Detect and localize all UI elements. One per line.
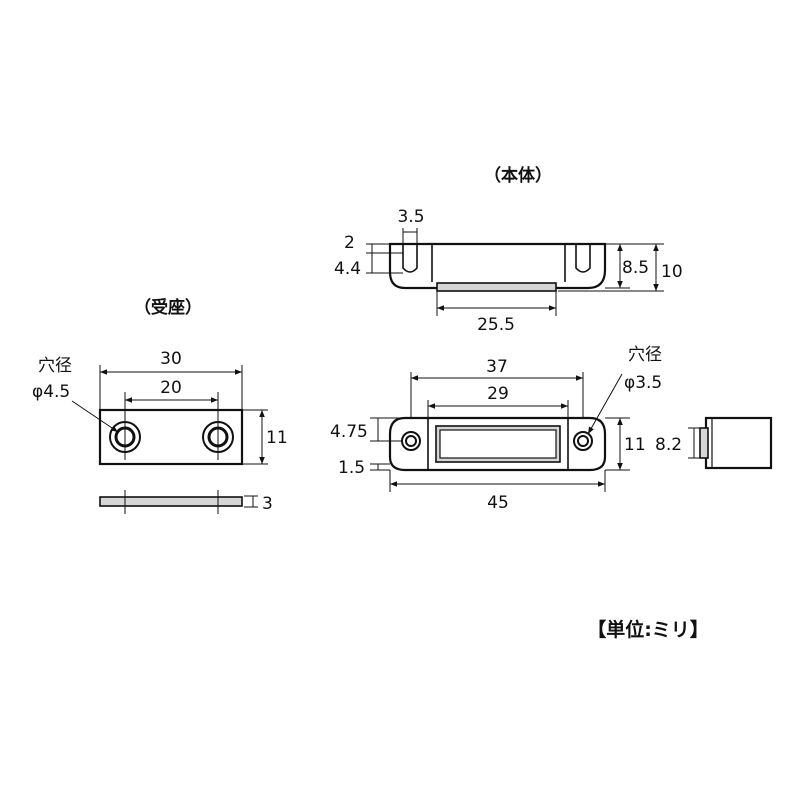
receiver-height-dim: 11 bbox=[266, 428, 288, 448]
receiver-hole-dia: φ4.5 bbox=[32, 382, 70, 402]
body-bottom-margin-dim: 1.5 bbox=[338, 458, 365, 478]
body-top-hole-left bbox=[402, 244, 418, 273]
body-hole-pitch-dim: 37 bbox=[486, 357, 508, 377]
body-front-view bbox=[388, 372, 607, 472]
body-side-tab bbox=[699, 427, 709, 459]
receiver-side-plate bbox=[99, 496, 243, 507]
body-hole-right-inner bbox=[577, 435, 589, 447]
body-height-dim: 11 bbox=[624, 435, 646, 455]
body-title: （本体） bbox=[484, 165, 552, 186]
receiver-front-view bbox=[98, 392, 244, 466]
unit-label: 【単位:ミリ】 bbox=[587, 618, 709, 641]
body-hole-left-inner bbox=[405, 435, 417, 447]
receiver-pitch-dim: 20 bbox=[160, 378, 182, 398]
body-hole-label: 穴径 bbox=[628, 345, 662, 365]
body-top-hole-width-dim: 3.5 bbox=[397, 207, 424, 227]
body-top-hole-depth-dim: 4.4 bbox=[334, 259, 361, 279]
body-side-view bbox=[699, 416, 773, 470]
body-side-height-dim: 8.2 bbox=[655, 435, 682, 455]
body-height-inner-dim: 8.5 bbox=[622, 258, 649, 278]
body-top-view bbox=[388, 242, 607, 292]
body-hole-right-outer bbox=[573, 431, 593, 451]
body-hole-dia: φ3.5 bbox=[624, 373, 662, 393]
receiver-hole-label: 穴径 bbox=[38, 356, 72, 376]
receiver-title: （受座） bbox=[134, 297, 202, 318]
body-top-offset-dim: 2 bbox=[344, 233, 355, 253]
body-magnet-width-dim: 29 bbox=[487, 384, 509, 404]
body-height-total-dim: 10 bbox=[661, 262, 683, 282]
receiver-plate bbox=[98, 408, 244, 466]
body-magnet-housing bbox=[427, 417, 569, 471]
body-hole-offset-dim: 4.75 bbox=[330, 422, 368, 442]
receiver-side-view bbox=[99, 490, 243, 514]
body-total-width-dim: 45 bbox=[487, 493, 509, 513]
body-top-base bbox=[436, 282, 557, 292]
receiver-width-dim: 30 bbox=[160, 349, 182, 369]
receiver-thickness-dim: 3 bbox=[262, 494, 273, 514]
body-magnet-inner bbox=[439, 429, 557, 459]
body-top-outline bbox=[388, 242, 607, 290]
body-top-hole-right bbox=[575, 244, 591, 273]
body-bottom-width-dim: 25.5 bbox=[477, 315, 515, 335]
body-side-outline bbox=[704, 416, 773, 470]
